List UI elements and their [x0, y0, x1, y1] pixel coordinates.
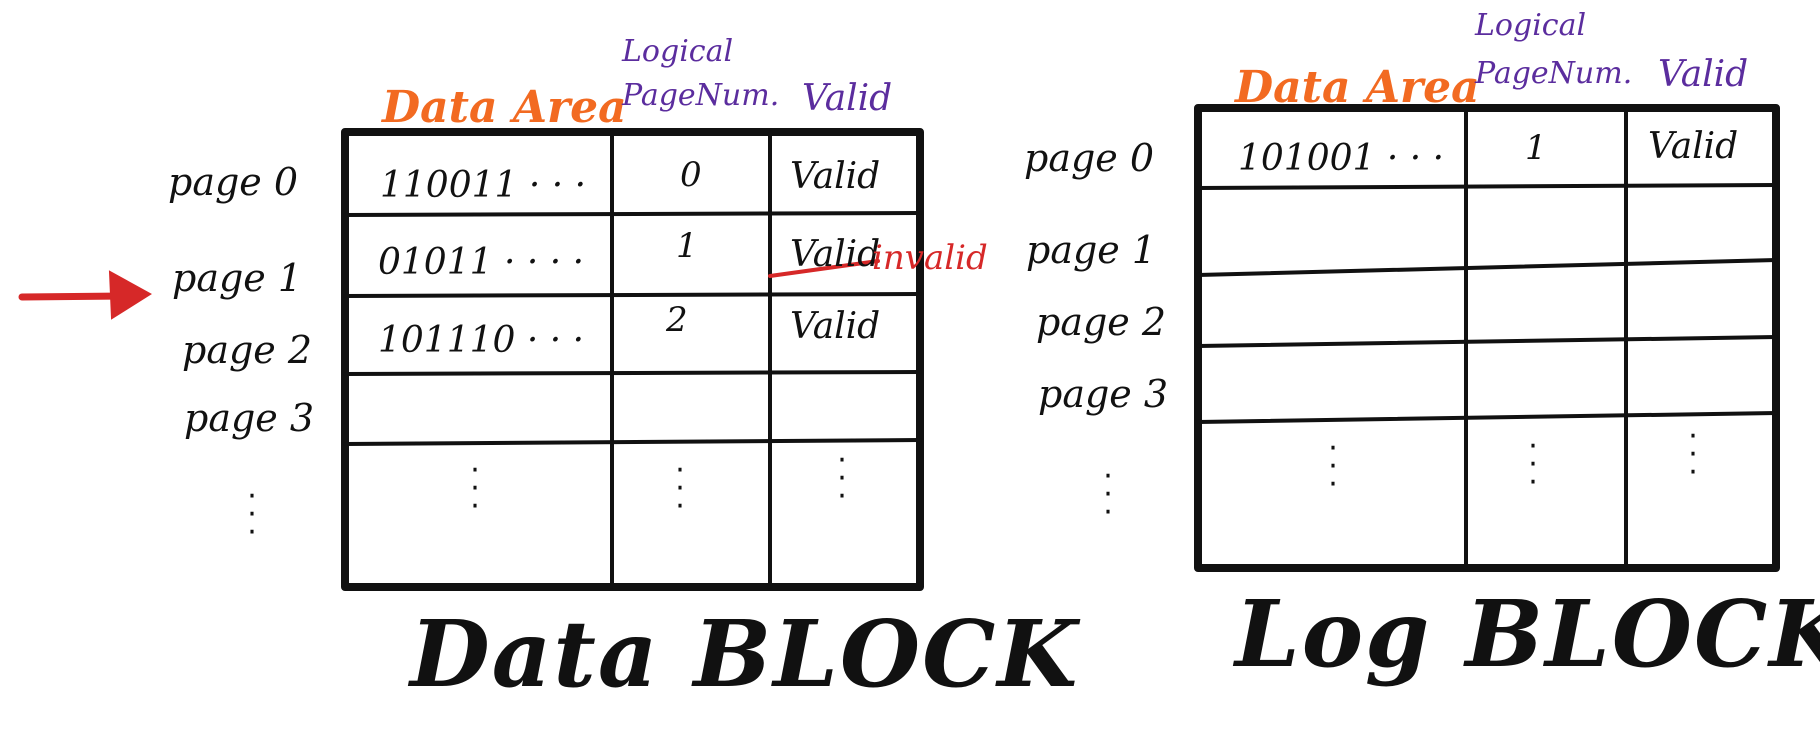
- logical-header-line1: Logical: [622, 34, 734, 69]
- logical-header-line2: PageNum.: [622, 78, 780, 113]
- log-col1-ellipsis: ···: [1328, 431, 1338, 502]
- data-row1-data: 01011 · · · ·: [378, 242, 585, 283]
- page-label-1: page 1: [172, 256, 303, 300]
- data-row0-data: 110011 · · ·: [380, 165, 587, 206]
- data-row1-valid: Valid: [790, 234, 881, 275]
- page-label-3: page 3: [184, 396, 315, 440]
- page-label-2: page 2: [182, 328, 313, 372]
- data-col1-ellipsis: ···: [470, 453, 480, 524]
- log-page-label-2: page 2: [1036, 300, 1167, 344]
- invalid-note: invalid: [872, 238, 988, 278]
- page-label-0: page 0: [168, 160, 299, 204]
- data-page-ellipsis: ···: [247, 479, 257, 550]
- log-page-label-3: page 3: [1038, 372, 1169, 416]
- log-logical-header-line2: PageNum.: [1475, 56, 1633, 91]
- data-col2-ellipsis: ···: [675, 453, 685, 524]
- valid-header: Valid: [802, 78, 893, 119]
- log-block-title: Log BLOCK: [1235, 580, 1820, 688]
- data-row1-num: 1: [676, 226, 698, 266]
- log-data-area-header: Data Area: [1235, 62, 1480, 113]
- data-row2-num: 2: [666, 300, 688, 340]
- log-row0-valid: Valid: [1648, 126, 1739, 167]
- data-block-title: Data BLOCK: [410, 600, 1080, 708]
- log-col2-ellipsis: ···: [1528, 429, 1538, 500]
- log-row0-data: 101001 · · ·: [1238, 138, 1445, 179]
- log-page-label-0: page 0: [1024, 136, 1155, 180]
- strike-through-line: [768, 259, 880, 278]
- log-logical-header-line1: Logical: [1475, 8, 1587, 43]
- data-area-header: Data Area: [382, 82, 627, 133]
- data-block-table-frame: [341, 128, 924, 591]
- log-col3-ellipsis: ···: [1688, 419, 1698, 490]
- data-col3-ellipsis: ···: [837, 443, 847, 514]
- data-row0-num: 0: [680, 155, 702, 195]
- log-block-table-frame: [1194, 104, 1780, 572]
- data-row0-valid: Valid: [790, 156, 881, 197]
- red-arrow-icon: [18, 270, 152, 320]
- log-row0-num: 1: [1525, 128, 1547, 168]
- log-page-label-1: page 1: [1026, 228, 1157, 272]
- log-valid-header: Valid: [1658, 54, 1749, 95]
- log-page-ellipsis: ···: [1103, 459, 1113, 530]
- data-row2-data: 101110 · · ·: [378, 320, 585, 361]
- data-row2-valid: Valid: [790, 306, 881, 347]
